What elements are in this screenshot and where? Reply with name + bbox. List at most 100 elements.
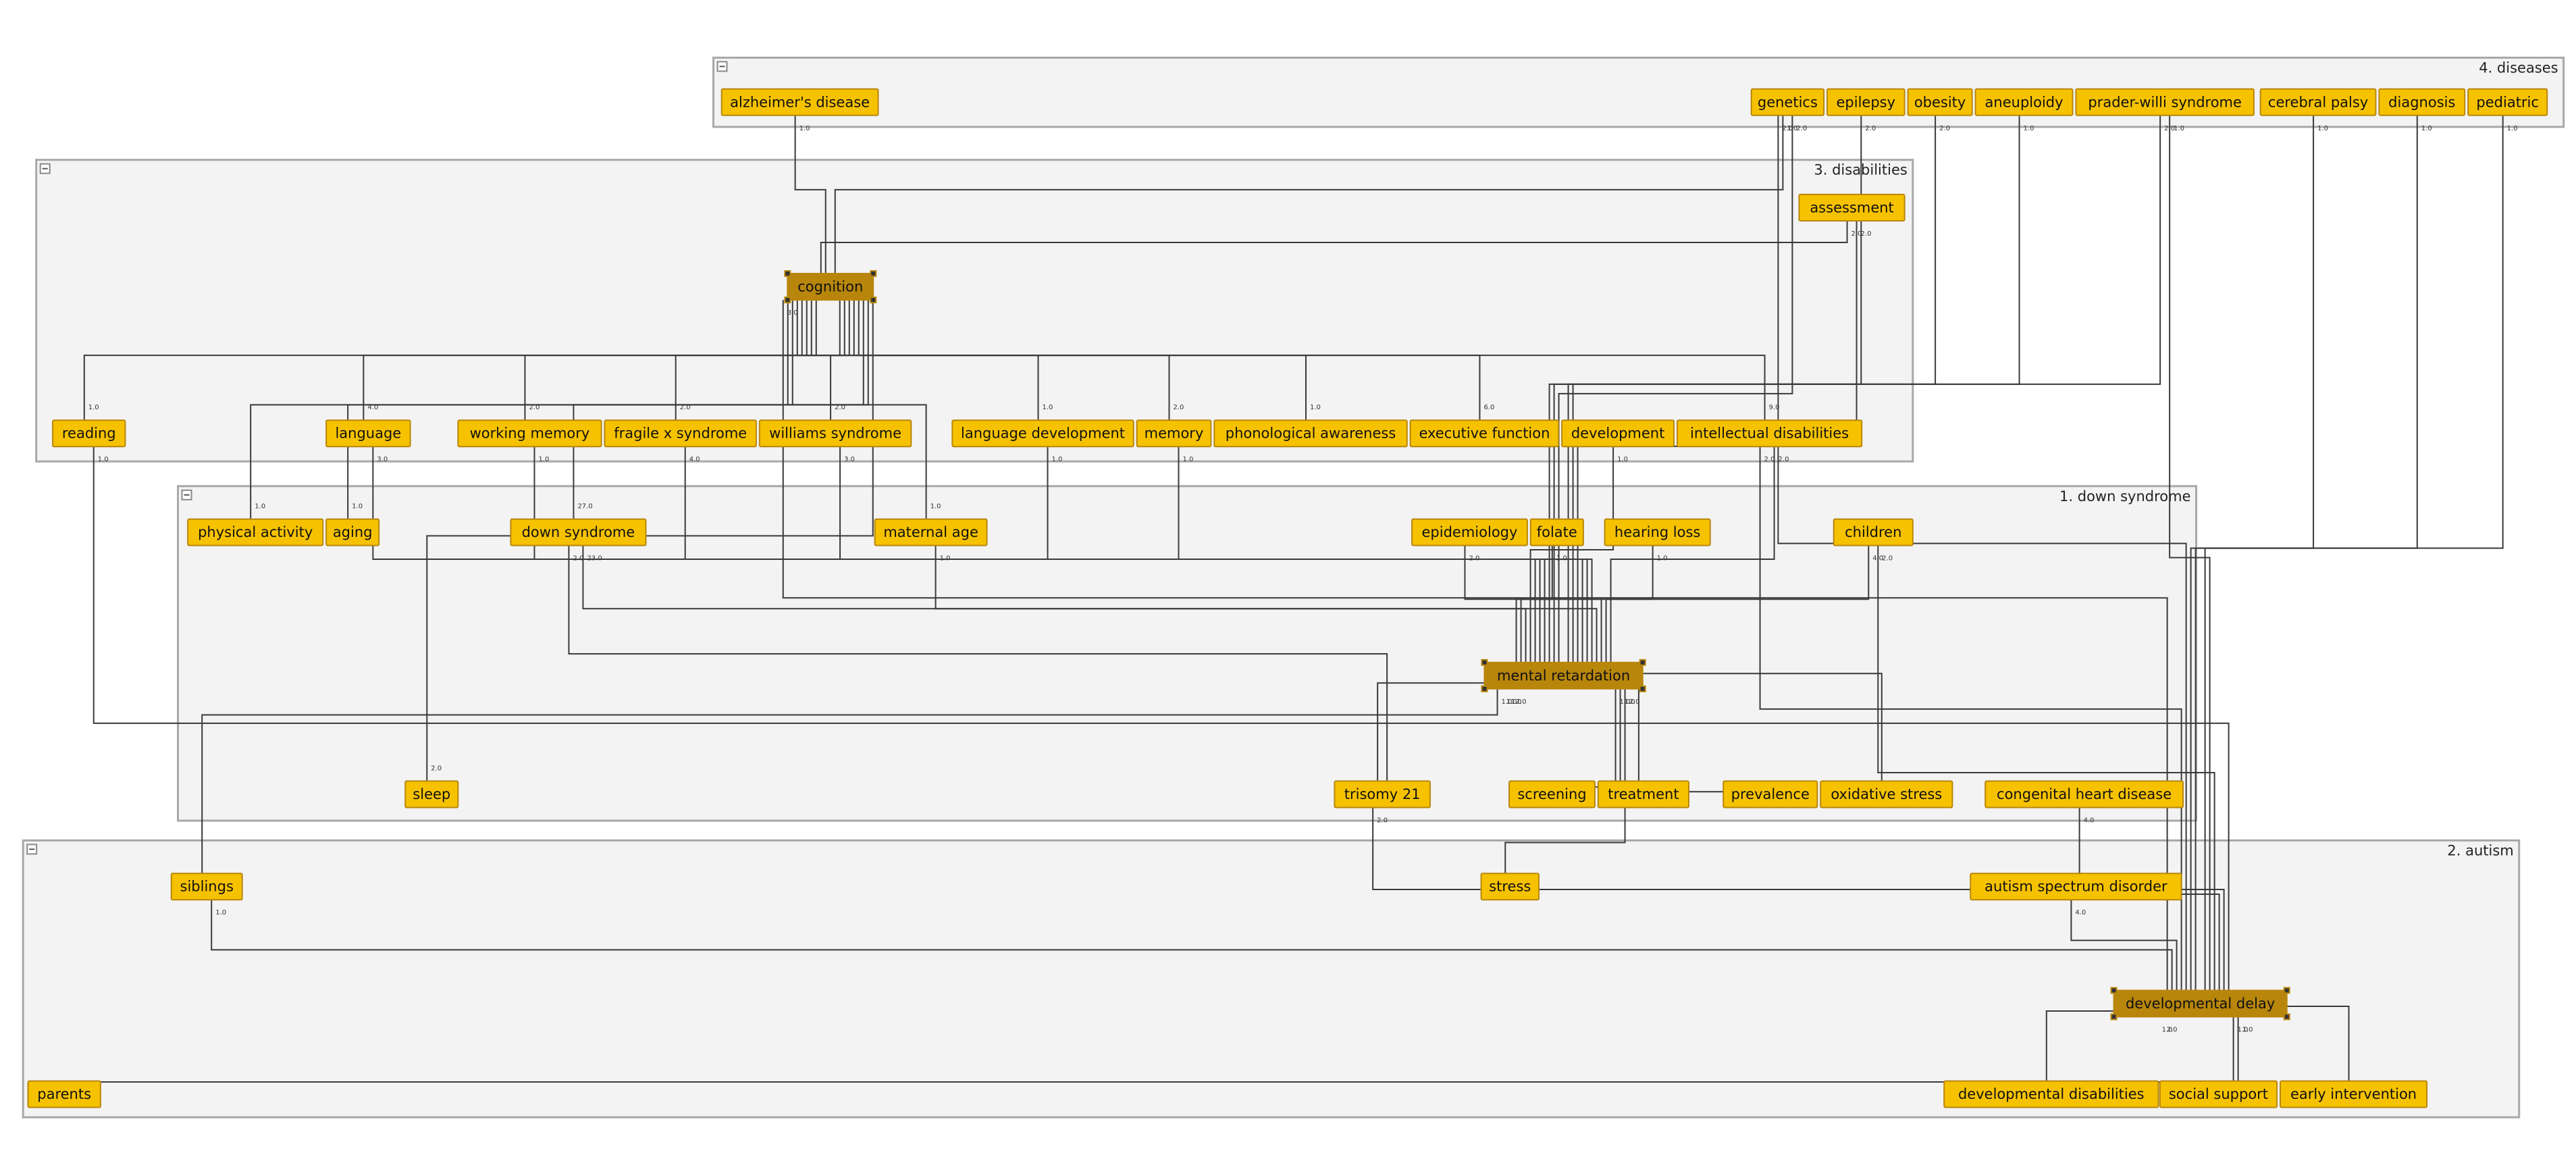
selection-handle[interactable] (1481, 685, 1488, 692)
edge-intellectual-to-devdelay (1759, 446, 2182, 991)
node-label: congenital heart disease (1997, 786, 2172, 802)
node-assessment[interactable]: assessment (1798, 193, 1905, 222)
node-fragilex[interactable]: fragile x syndrome (604, 419, 757, 448)
node-label: developmental delay (2126, 996, 2275, 1012)
node-cerebralpalsy[interactable]: cerebral palsy (2259, 88, 2377, 116)
node-obesity[interactable]: obesity (1907, 88, 1973, 116)
node-executive[interactable]: executive function (1409, 419, 1560, 448)
node-children[interactable]: children (1833, 518, 1914, 546)
node-language[interactable]: language (325, 419, 411, 448)
node-epilepsy[interactable]: epilepsy (1826, 88, 1905, 116)
edge-weight-label: 1.0 (2242, 1026, 2253, 1033)
node-asd[interactable]: autism spectrum disorder (1970, 873, 2182, 901)
node-downsyndrome[interactable]: down syndrome (510, 518, 647, 546)
node-socialsupport[interactable]: social support (2159, 1080, 2278, 1108)
selection-handle[interactable] (784, 270, 791, 278)
node-memory[interactable]: memory (1136, 419, 1212, 448)
node-label: memory (1145, 425, 1204, 442)
node-alzheimers[interactable]: alzheimer's disease (720, 88, 879, 116)
edge-weight-label: 2.0 (1796, 125, 1807, 132)
node-genetics[interactable]: genetics (1750, 88, 1825, 116)
selection-handle[interactable] (2110, 987, 2118, 994)
node-mentalretardation[interactable]: mental retardation (1481, 658, 1646, 692)
edge-weight-label: 2.0 (1882, 555, 1893, 563)
selection-handle[interactable] (2110, 1013, 2118, 1020)
node-folate[interactable]: folate (1529, 518, 1584, 546)
node-workingmemory[interactable]: working memory (457, 419, 602, 448)
node-intellectual[interactable]: intellectual disabilities (1676, 419, 1863, 448)
node-label: developmental disabilities (1958, 1086, 2145, 1102)
node-pediatric[interactable]: pediatric (2467, 88, 2548, 116)
edge-downsyndrome-to-cognition (573, 300, 869, 519)
edge-weight-label: 2.0 (1939, 125, 1950, 132)
node-label: screening (1517, 786, 1586, 802)
node-williams[interactable]: williams syndrome (758, 419, 912, 448)
node-box (604, 419, 757, 448)
node-parents[interactable]: parents (27, 1080, 101, 1108)
node-box (2378, 88, 2466, 116)
node-box (1480, 873, 1540, 901)
collapse-button[interactable] (26, 844, 38, 855)
node-screening[interactable]: screening (1508, 780, 1596, 808)
node-devdelay[interactable]: developmental delay (2110, 987, 2290, 1020)
node-box (2467, 88, 2548, 116)
node-box (325, 518, 380, 546)
node-congenitalheart[interactable]: congenital heart disease (1984, 780, 2184, 808)
node-label: obesity (1914, 94, 1966, 110)
selection-handle[interactable] (2283, 1013, 2290, 1020)
edge-weight-label: 2.0 (1516, 698, 1527, 706)
node-sleep[interactable]: sleep (404, 780, 459, 808)
collapse-button[interactable] (181, 489, 192, 500)
node-devdisabilities[interactable]: developmental disabilities (1943, 1080, 2159, 1108)
node-prevalence[interactable]: prevalence (1723, 780, 1818, 808)
edge-fragilex-to-cognition (675, 300, 812, 421)
node-physicalactivity[interactable]: physical activity (187, 518, 324, 546)
node-hearingloss[interactable]: hearing loss (1604, 518, 1711, 546)
node-siblings[interactable]: siblings (170, 873, 243, 901)
edge-weight-label: 2.0 (1779, 456, 1789, 463)
collapse-button[interactable] (716, 61, 728, 72)
edge-weight-label: 1.0 (799, 125, 810, 132)
node-box (1213, 419, 1408, 448)
selection-handle[interactable] (1481, 658, 1488, 666)
selection-handle[interactable] (870, 270, 877, 278)
node-reading[interactable]: reading (52, 419, 126, 448)
node-box (1409, 419, 1560, 448)
node-trisomy21[interactable]: trisomy 21 (1334, 780, 1431, 808)
edge-weight-label: 1.0 (1625, 698, 1635, 706)
node-development[interactable]: development (1561, 419, 1675, 448)
node-stress[interactable]: stress (1480, 873, 1540, 901)
node-diagnosis[interactable]: diagnosis (2378, 88, 2466, 116)
selection-handle[interactable] (1639, 658, 1646, 666)
node-praderwilli[interactable]: prader-willi syndrome (2075, 88, 2255, 116)
node-aneuploidy[interactable]: aneuploidy (1974, 88, 2074, 116)
node-box (1597, 780, 1690, 808)
selection-handle[interactable] (784, 296, 791, 304)
node-earlyintervention[interactable]: early intervention (2279, 1080, 2428, 1108)
edge-weight-label: 27.0 (577, 503, 592, 511)
node-epidemiology[interactable]: epidemiology (1411, 518, 1528, 546)
node-box (951, 419, 1134, 448)
node-box (1604, 518, 1711, 546)
selection-handle[interactable] (870, 296, 877, 304)
node-cognition[interactable]: cognition (784, 270, 877, 304)
node-label: reading (62, 425, 116, 442)
collapse-button[interactable] (39, 163, 51, 174)
edge-weight-label: 2.0 (1782, 125, 1793, 132)
node-maternalage[interactable]: maternal age (874, 518, 988, 546)
edge-weight-label: 4.0 (1872, 555, 1883, 563)
node-label: prevalence (1731, 786, 1810, 802)
selection-handle[interactable] (1639, 685, 1646, 692)
group-title: 1. down syndrome (2059, 488, 2190, 505)
node-langdev[interactable]: language development (951, 419, 1134, 448)
group-title: 4. diseases (2479, 59, 2558, 76)
node-oxidativestress[interactable]: oxidative stress (1820, 780, 1953, 808)
node-treatment[interactable]: treatment (1597, 780, 1690, 808)
node-aging[interactable]: aging (325, 518, 380, 546)
node-phonological[interactable]: phonological awareness (1213, 419, 1408, 448)
edge-weight-label: 9.0 (1769, 404, 1780, 411)
selection-handle[interactable] (2283, 987, 2290, 994)
edge-intellectual-to-cognition (796, 300, 1766, 421)
